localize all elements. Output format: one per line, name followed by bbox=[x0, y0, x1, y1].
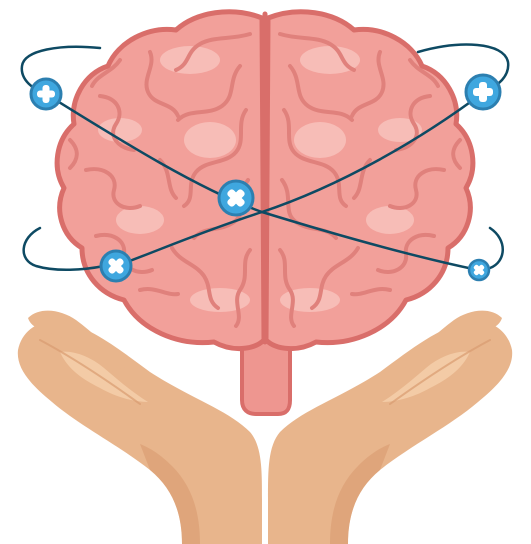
left-hand bbox=[17, 310, 262, 544]
right-hand-shadow bbox=[330, 444, 390, 544]
left-hand-palm bbox=[17, 321, 262, 544]
right-hand bbox=[268, 310, 513, 544]
plus-badge-icon bbox=[29, 77, 63, 111]
plus-badge-icon bbox=[464, 73, 502, 111]
orbit-arc-bottom-left bbox=[22, 226, 106, 272]
right-hand-fingers bbox=[402, 310, 502, 372]
brain-right-hemisphere bbox=[263, 9, 476, 351]
left-hand-crease bbox=[39, 339, 141, 405]
brain-stem bbox=[240, 328, 292, 416]
orbit-cross-line-2 bbox=[114, 90, 486, 268]
plus-badge-icon bbox=[217, 179, 255, 217]
right-hand-palm bbox=[268, 321, 513, 544]
brain bbox=[54, 9, 476, 351]
brain-highlights bbox=[98, 46, 422, 312]
left-hand-fingers bbox=[28, 310, 128, 372]
right-hand-crease bbox=[389, 339, 491, 405]
plus-badge-icon bbox=[467, 258, 491, 282]
brain-folds bbox=[68, 32, 462, 328]
plus-badge-icon bbox=[99, 249, 133, 283]
left-hand-shadow bbox=[140, 444, 200, 544]
